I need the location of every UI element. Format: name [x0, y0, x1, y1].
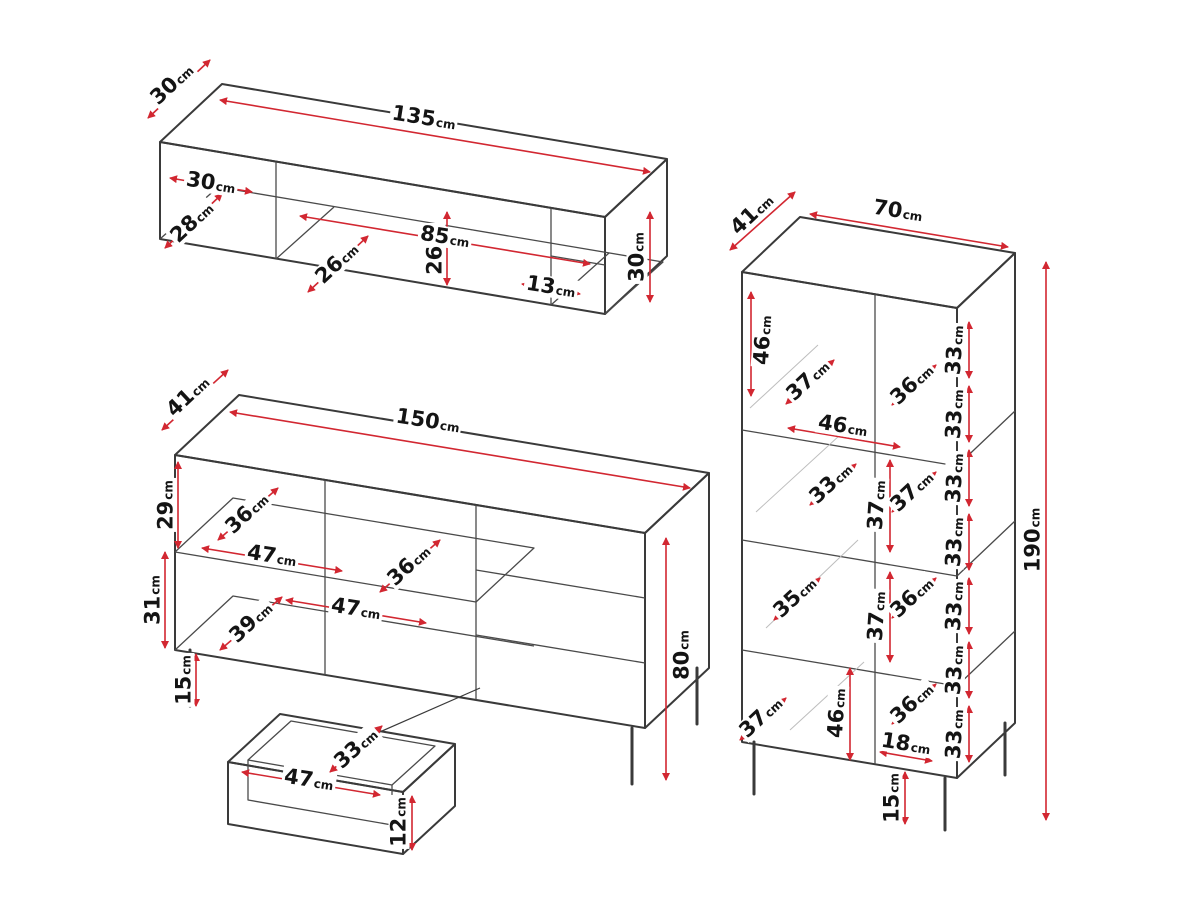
- dim-value: 33: [940, 664, 967, 696]
- dim-unit: cm: [359, 605, 382, 623]
- dim-unit: cm: [554, 283, 577, 301]
- dim-unit: cm: [148, 575, 163, 595]
- dim-value: 46: [816, 409, 850, 439]
- dim-value: 190: [1020, 528, 1045, 573]
- dim-value: 29: [153, 500, 178, 530]
- dim-unit: cm: [214, 179, 237, 197]
- dim-unit: cm: [909, 740, 932, 758]
- dim-unit: cm: [448, 233, 471, 251]
- dim-value: 37: [862, 610, 889, 642]
- dim-label: 37cm: [862, 588, 890, 644]
- dim-unit: cm: [1028, 507, 1043, 528]
- dim-value: 70: [871, 194, 905, 224]
- dim-unit: cm: [438, 418, 461, 436]
- dim-value: 12: [386, 817, 411, 847]
- dim-unit: cm: [275, 552, 298, 570]
- dim-label: 12cm: [386, 795, 411, 849]
- dim-value: 33: [940, 472, 967, 504]
- dim-label: 15cm: [879, 771, 904, 825]
- dim-label: 33cm: [940, 578, 968, 634]
- dim-unit: cm: [950, 516, 967, 538]
- dim-unit: cm: [950, 708, 967, 730]
- dim-value: 33: [940, 600, 967, 632]
- dim-value: 46: [822, 707, 849, 739]
- dim-value: 47: [329, 592, 363, 622]
- dim-unit: cm: [758, 314, 775, 336]
- dim-unit: cm: [179, 655, 194, 675]
- dim-value: 30: [624, 252, 649, 282]
- dim-value: 80: [669, 650, 694, 680]
- dim-value: 13: [524, 270, 558, 300]
- dim-unit: cm: [632, 232, 647, 252]
- drawer-drawing: [227, 713, 456, 855]
- dim-label: 46cm: [748, 312, 776, 368]
- dim-label: 80cm: [669, 628, 694, 682]
- dim-value: 18: [879, 727, 913, 757]
- dim-value: 15: [879, 793, 904, 823]
- dim-unit: cm: [312, 776, 335, 794]
- dim-unit: cm: [677, 630, 692, 650]
- dim-value: 31: [140, 595, 165, 625]
- dim-label: 31cm: [140, 573, 165, 627]
- dim-value: 47: [282, 763, 316, 793]
- dim-label: 33cm: [940, 706, 968, 762]
- dim-label: 33cm: [940, 450, 968, 506]
- dim-value: 46: [748, 334, 775, 366]
- dim-label: 46cm: [822, 685, 850, 741]
- dim-unit: cm: [950, 324, 967, 346]
- dim-unit: cm: [887, 773, 902, 793]
- dim-label: 33cm: [940, 386, 968, 442]
- dim-label: 30cm: [624, 230, 649, 284]
- dim-value: 85: [418, 220, 452, 250]
- dim-label: 190cm: [1020, 505, 1045, 575]
- dim-unit: cm: [950, 580, 967, 602]
- dim-label: 15cm: [171, 653, 196, 707]
- dim-unit: cm: [161, 480, 176, 500]
- dim-unit: cm: [832, 687, 849, 709]
- dim-value: 37: [862, 499, 889, 531]
- dim-value: 33: [940, 344, 967, 376]
- dim-unit: cm: [950, 452, 967, 474]
- dim-unit: cm: [846, 422, 869, 440]
- dim-label: 29cm: [153, 478, 178, 532]
- dim-value: 33: [940, 728, 967, 760]
- dim-unit: cm: [394, 797, 409, 817]
- dim-unit: cm: [950, 388, 967, 410]
- dim-label: 37cm: [862, 477, 890, 533]
- dim-value: 26: [422, 245, 447, 275]
- dim-value: 33: [940, 408, 967, 440]
- dim-unit: cm: [901, 207, 924, 225]
- dim-unit: cm: [950, 644, 967, 666]
- dim-value: 33: [940, 536, 967, 568]
- dim-label: 33cm: [940, 514, 968, 570]
- dim-value: 47: [245, 539, 279, 569]
- dim-value: 15: [171, 675, 196, 705]
- dim-label: 33cm: [940, 642, 968, 698]
- dim-unit: cm: [434, 115, 457, 133]
- dim-value: 30: [184, 166, 218, 196]
- dim-label: 33cm: [940, 322, 968, 378]
